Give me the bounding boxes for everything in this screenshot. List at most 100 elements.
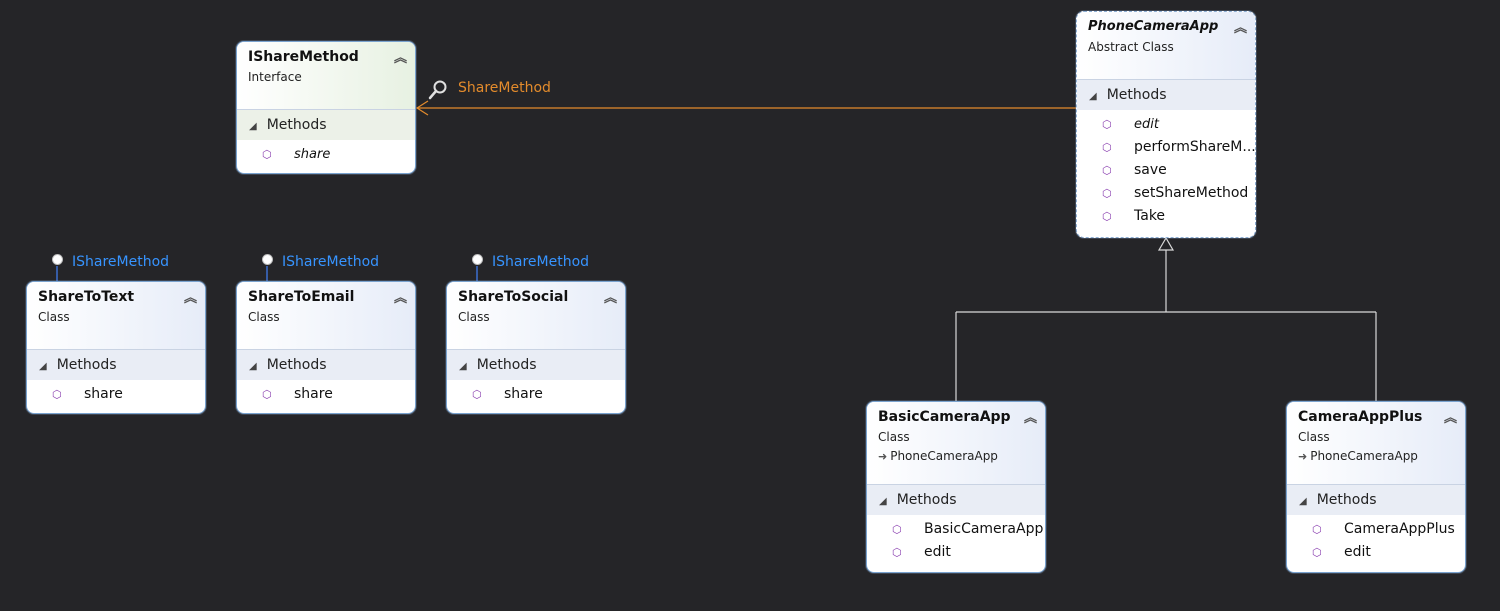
ishare-method-shape[interactable]: IShareMethod Interface ︽ ◢Methods ⬡ share [236, 41, 416, 174]
method-cube-icon: ⬡ [52, 388, 62, 401]
method-cube-icon: ⬡ [262, 148, 272, 161]
expand-triangle-icon: ◢ [1299, 496, 1307, 507]
method-name: BasicCameraApp [924, 521, 1044, 537]
shape-title: CameraAppPlus [1298, 409, 1423, 425]
shape-header: ShareToText Class ︽ [27, 282, 205, 350]
method-cube-icon: ⬡ [892, 546, 902, 559]
method-item[interactable]: ⬡edit [1077, 113, 1255, 136]
collapse-chevron-icon[interactable]: ︽ [183, 291, 197, 306]
wrench-icon [428, 80, 447, 100]
shape-stereotype: Class [38, 310, 70, 324]
method-name: share [294, 386, 333, 402]
section-label: Methods [56, 357, 117, 373]
method-item[interactable]: ⬡ edit [867, 541, 1045, 564]
method-item[interactable]: ⬡ BasicCameraApp [867, 518, 1045, 541]
implemented-interface-label[interactable]: IShareMethod [492, 254, 590, 270]
shape-header: BasicCameraApp Class ➜PhoneCameraApp ︽ [867, 402, 1045, 485]
basic-camera-app-shape[interactable]: BasicCameraApp Class ➜PhoneCameraApp ︽ ◢… [866, 401, 1046, 573]
camera-app-plus-shape[interactable]: CameraAppPlus Class ➜PhoneCameraApp ︽ ◢ M… [1286, 401, 1466, 573]
expand-triangle-icon: ◢ [1089, 91, 1097, 102]
method-cube-icon: ⬡ [472, 388, 482, 401]
member-list: ⬡ share [27, 380, 205, 406]
shape-title: ShareToText [38, 289, 135, 305]
method-cube-icon: ⬡ [1102, 164, 1112, 177]
method-item[interactable]: ⬡ share [447, 383, 625, 406]
method-item[interactable]: ⬡Take [1077, 205, 1255, 228]
association-label[interactable]: ShareMethod [458, 80, 551, 96]
method-item[interactable]: ⬡share [237, 383, 415, 406]
methods-section-header[interactable]: ◢Methods [237, 110, 415, 140]
method-item[interactable]: ⬡CameraAppPlus [1287, 518, 1465, 541]
expand-triangle-icon: ◢ [459, 361, 467, 372]
collapse-chevron-icon[interactable]: ︽ [393, 291, 407, 306]
section-label: Methods [1316, 492, 1377, 508]
shape-title: ShareToSocial [458, 289, 569, 305]
shape-title: ShareToEmail [248, 289, 355, 305]
base-class-name: PhoneCameraApp [890, 449, 998, 463]
shape-title: PhoneCameraApp [1088, 19, 1219, 34]
member-list: ⬡ share [237, 140, 415, 166]
member-list: ⬡share [237, 380, 415, 406]
method-cube-icon: ⬡ [892, 523, 902, 536]
shape-title: IShareMethod [248, 49, 359, 65]
inheritance-arrowhead [1157, 236, 1175, 251]
phone-camera-app-shape[interactable]: PhoneCameraApp Abstract Class ︽ ◢Methods… [1076, 11, 1256, 238]
method-item[interactable]: ⬡ performShareM... [1077, 136, 1255, 159]
method-name: edit [1344, 544, 1371, 560]
method-item[interactable]: ⬡ share [237, 143, 415, 166]
collapse-chevron-icon[interactable]: ︽ [1443, 411, 1457, 426]
methods-section-header[interactable]: ◢ Methods [1287, 485, 1465, 515]
shape-stereotype: Class [1298, 430, 1330, 444]
method-item[interactable]: ⬡ edit [1287, 541, 1465, 564]
method-name: share [294, 147, 331, 162]
methods-section-header[interactable]: ◢Methods [867, 485, 1045, 515]
share-to-email-shape[interactable]: ShareToEmail Class ︽ ◢Methods ⬡share [236, 281, 416, 414]
interface-lollipop-icon [262, 254, 273, 265]
collapse-chevron-icon[interactable]: ︽ [603, 291, 617, 306]
shape-header: CameraAppPlus Class ➜PhoneCameraApp ︽ [1287, 402, 1465, 485]
shape-stereotype: Class [878, 430, 910, 444]
base-class-name: PhoneCameraApp [1310, 449, 1418, 463]
method-name: performShareM... [1134, 139, 1256, 155]
inherits-arrow-icon: ➜ [1298, 450, 1308, 463]
methods-section-header[interactable]: ◢Methods [237, 350, 415, 380]
method-item[interactable]: ⬡ share [27, 383, 205, 406]
method-cube-icon: ⬡ [1312, 546, 1322, 559]
method-name: CameraAppPlus [1344, 521, 1455, 537]
share-to-social-shape[interactable]: ShareToSocial Class ︽ ◢Methods ⬡share [446, 281, 626, 414]
implemented-interface-label[interactable]: IShareMethod [72, 254, 170, 270]
method-cube-icon: ⬡ [1102, 210, 1112, 223]
share-to-text-shape[interactable]: ShareToText Class ︽ ◢Methods ⬡ share [26, 281, 206, 414]
method-item[interactable]: ⬡setShareMethod [1077, 182, 1255, 205]
collapse-chevron-icon[interactable]: ︽ [393, 51, 407, 66]
methods-section-header[interactable]: ◢Methods [1077, 80, 1255, 110]
interface-lollipop-icon [472, 254, 483, 265]
method-name: share [84, 386, 123, 402]
expand-triangle-icon: ◢ [249, 361, 257, 372]
shape-stereotype: Interface [248, 70, 302, 84]
method-cube-icon: ⬡ [1102, 187, 1112, 200]
shape-title: BasicCameraApp [878, 409, 1011, 425]
expand-triangle-icon: ◢ [249, 121, 257, 132]
implemented-interface-label[interactable]: IShareMethod [282, 254, 380, 270]
shape-header: ShareToEmail Class ︽ [237, 282, 415, 350]
section-label: Methods [476, 357, 537, 373]
member-list: ⬡ BasicCameraApp ⬡ edit [867, 515, 1045, 564]
methods-section-header[interactable]: ◢ Methods [447, 350, 625, 380]
base-class-row[interactable]: ➜PhoneCameraApp [1298, 448, 1465, 465]
methods-section-header[interactable]: ◢Methods [27, 350, 205, 380]
method-cube-icon: ⬡ [1102, 141, 1112, 154]
method-item[interactable]: ⬡save [1077, 159, 1255, 182]
member-list: ⬡ share [447, 380, 625, 406]
collapse-chevron-icon[interactable]: ︽ [1023, 411, 1037, 426]
method-name: edit [924, 544, 951, 560]
expand-triangle-icon: ◢ [879, 496, 887, 507]
method-name: edit [1134, 117, 1159, 132]
shape-stereotype: Class [248, 310, 280, 324]
base-class-row[interactable]: ➜PhoneCameraApp [878, 448, 1045, 465]
member-list: ⬡CameraAppPlus ⬡ edit [1287, 515, 1465, 564]
collapse-chevron-icon[interactable]: ︽ [1233, 21, 1247, 36]
method-name: share [504, 386, 543, 402]
